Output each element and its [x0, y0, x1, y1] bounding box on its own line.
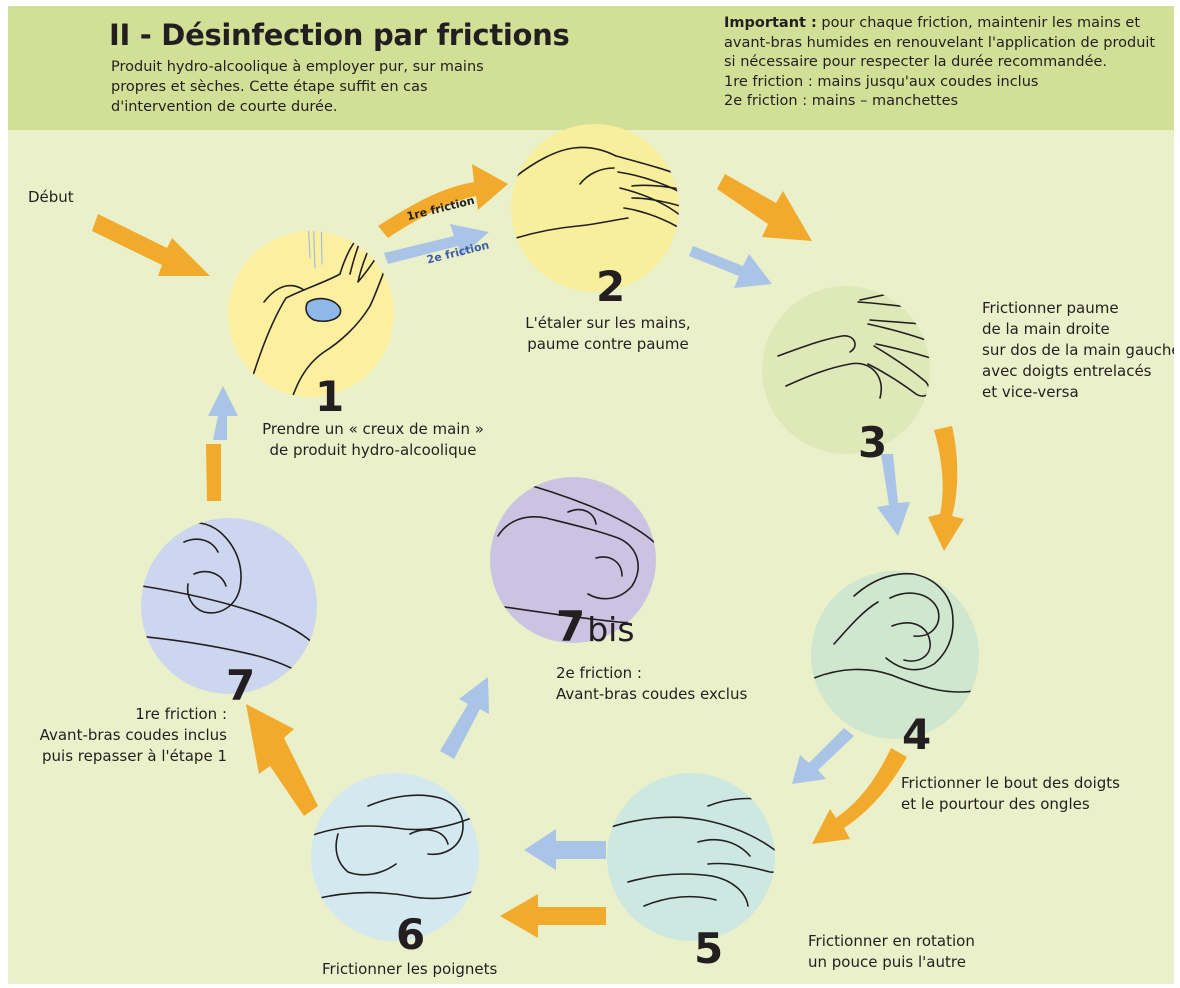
blue-arrow-4-5: [792, 728, 854, 784]
step2-caption-line2: paume contre paume: [518, 334, 698, 355]
orange-arrow-5-6: [500, 894, 606, 938]
step1-caption: Prendre un « creux de main » de produit …: [248, 419, 498, 461]
step7-caption-line1: 1re friction :: [22, 704, 227, 725]
step3-caption-line4: avec doigts entrelacés: [982, 361, 1174, 382]
step7bis-digit: 7: [556, 602, 585, 651]
orange-arrow-3-4: [928, 426, 964, 551]
step7bis-number: 7bis: [556, 606, 635, 649]
step3-caption-line3: sur dos de la main gauche: [982, 340, 1174, 361]
step5-caption-line1: Frictionner en rotation: [808, 931, 975, 952]
step7bis-caption: 2e friction : Avant-bras coudes exclus: [556, 663, 747, 705]
step4-caption: Frictionner le bout des doigts et le pou…: [901, 773, 1120, 815]
orange-arrow-6-7: [246, 704, 318, 816]
step3-caption-line2: de la main droite: [982, 319, 1174, 340]
step7-caption-line2: Avant-bras coudes inclus: [22, 725, 227, 746]
step5-number: 5: [694, 928, 723, 970]
step4-number: 4: [902, 714, 931, 756]
step4-caption-line2: et le pourtour des ongles: [901, 794, 1120, 815]
step7-caption-line3: puis repasser à l'étape 1: [22, 746, 227, 767]
step3-circle: [762, 286, 930, 454]
cycle-diagram: [8, 6, 1174, 984]
step7-number: 7: [226, 665, 255, 707]
step5-caption: Frictionner en rotation un pouce puis l'…: [808, 931, 975, 973]
step4-caption-line1: Frictionner le bout des doigts: [901, 773, 1120, 794]
step3-caption-line5: et vice-versa: [982, 382, 1174, 403]
step6-number: 6: [396, 914, 425, 956]
step1-number: 1: [315, 376, 344, 418]
step3-number: 3: [858, 422, 887, 464]
blue-arrow-6-7bis: [440, 677, 489, 759]
start-arrow: [92, 214, 210, 276]
step2-number: 2: [596, 266, 625, 308]
blue-arrow-5-6: [524, 829, 606, 870]
hand-disinfection-poster: II - Désinfection par frictions Produit …: [8, 6, 1174, 984]
blue-arrow-2-3: [689, 246, 772, 288]
orange-arrow-2-3: [717, 174, 812, 241]
step2-caption: L'étaler sur les mains, paume contre pau…: [518, 313, 698, 355]
start-label: Début: [28, 187, 74, 208]
orange-arrow-4-5: [812, 748, 907, 844]
step6-caption-line1: Frictionner les poignets: [322, 959, 497, 980]
step7bis-suffix: bis: [587, 610, 634, 649]
step7-caption: 1re friction : Avant-bras coudes inclus …: [22, 704, 227, 767]
step1-caption-line1: Prendre un « creux de main »: [248, 419, 498, 440]
step2-caption-line1: L'étaler sur les mains,: [518, 313, 698, 334]
step7bis-caption-line2: Avant-bras coudes exclus: [556, 684, 747, 705]
step7bis-caption-line1: 2e friction :: [556, 663, 747, 684]
step6-caption: Frictionner les poignets: [322, 959, 497, 980]
orange-arrow-7-1: [206, 444, 221, 501]
blue-arrow-7-1: [208, 386, 238, 440]
step3-caption-line1: Frictionner paume: [982, 298, 1174, 319]
step5-caption-line2: un pouce puis l'autre: [808, 952, 975, 973]
step1-caption-line2: de produit hydro-alcoolique: [248, 440, 498, 461]
step3-caption: Frictionner paume de la main droite sur …: [982, 298, 1174, 403]
